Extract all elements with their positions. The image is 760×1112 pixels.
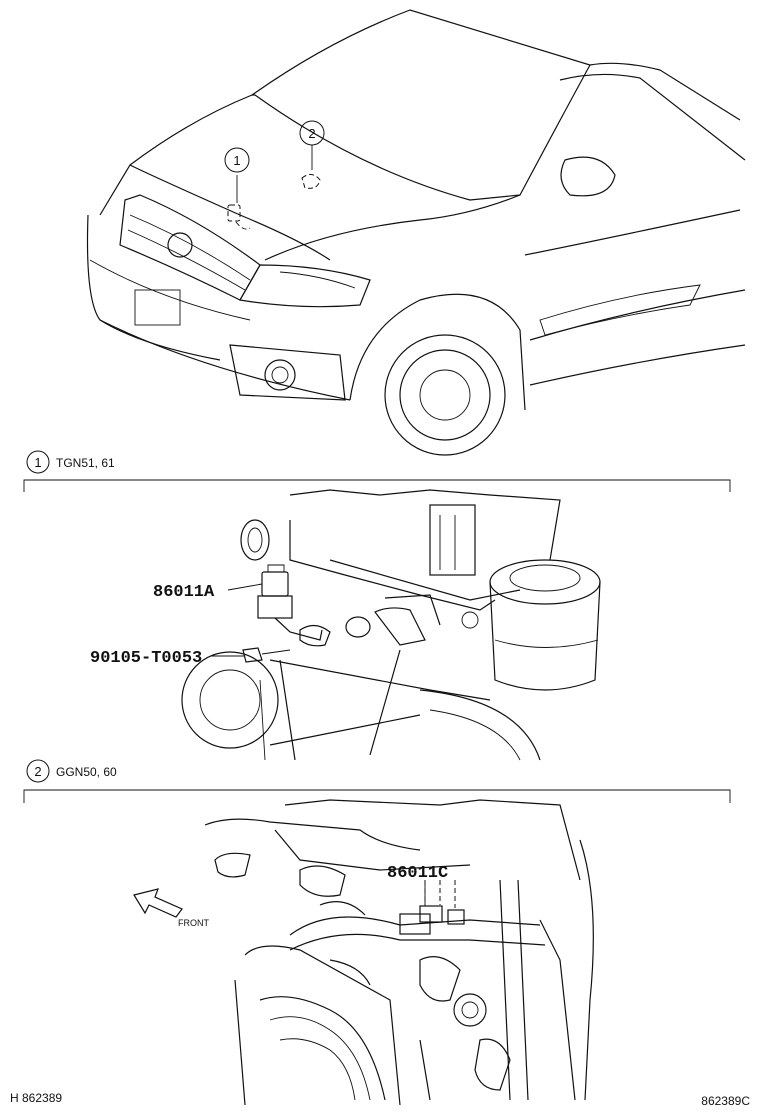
callout-2-number: 2 — [308, 126, 315, 141]
footer-left-ref: H 862389 — [10, 1091, 62, 1105]
front-direction-arrow-icon — [133, 888, 183, 918]
footer-right-ref: 862389C — [701, 1094, 750, 1108]
section-1-engine-drawing — [181, 489, 601, 761]
front-label: FRONT — [178, 918, 209, 928]
section-1-number: 1 — [34, 455, 41, 470]
callout-2-circle — [299, 120, 325, 146]
vehicle-illustration: 1 2 — [86, 9, 746, 456]
section-1-title: TGN51, 61 — [56, 456, 115, 470]
section-2-header: 2 GGN50, 60 — [23, 759, 731, 803]
section-1-header: 1 TGN51, 61 — [23, 450, 731, 492]
section-2-title: GGN50, 60 — [56, 765, 117, 779]
section-1-number-circle — [26, 450, 50, 474]
section-2-number: 2 — [34, 764, 41, 779]
part-90105-t0053-label: 90105-T0053 — [90, 649, 202, 668]
callout-1-circle — [224, 147, 250, 173]
section-2-number-circle — [26, 759, 50, 783]
part-86011a-label: 86011A — [153, 583, 215, 602]
part-86011c-label: 86011C — [387, 864, 448, 883]
callout-1-number: 1 — [233, 153, 240, 168]
section-2-engine-drawing — [204, 799, 594, 1106]
